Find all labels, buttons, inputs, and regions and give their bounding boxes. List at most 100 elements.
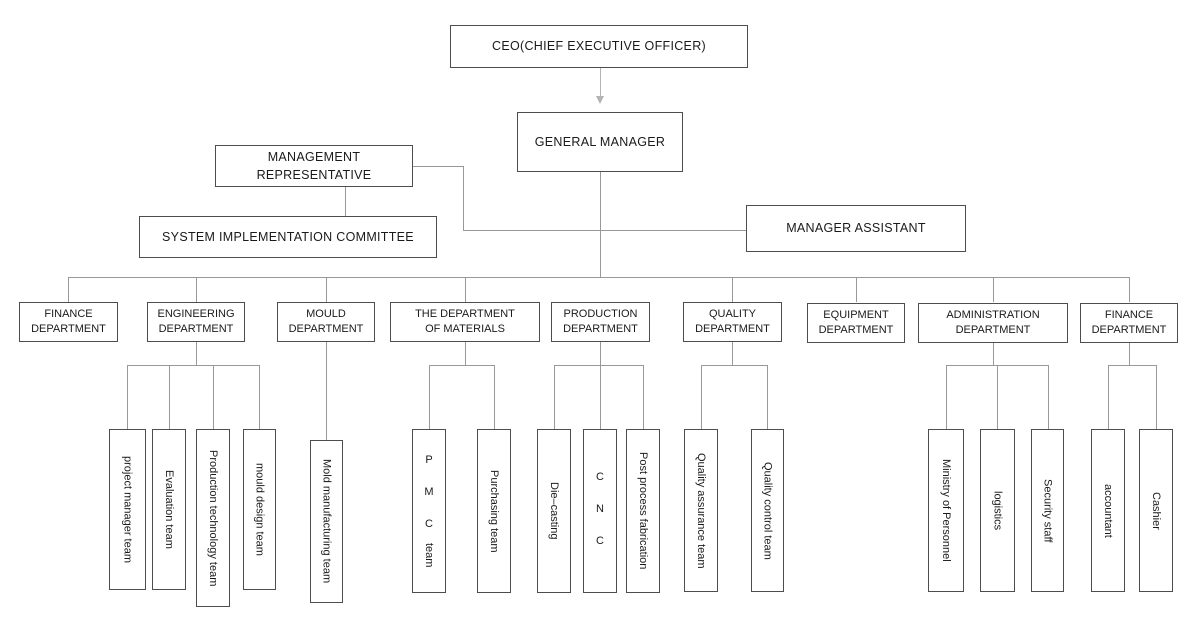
team-label: C N C — [594, 471, 606, 551]
team-label: Post process fabrication — [637, 452, 649, 570]
connector-stub-logistics — [997, 365, 998, 429]
connector-engineering-down — [196, 341, 197, 365]
team-label: Cashier — [1150, 491, 1162, 530]
team-box-pmc: P M C team — [412, 429, 446, 593]
dept-label-line: DEPARTMENT — [695, 323, 770, 335]
connector-engineering-branch — [127, 365, 259, 366]
team-box-quality-assurance: Quality assurance team — [684, 429, 718, 592]
dept-label-line: DEPARTMENT — [31, 323, 106, 335]
connector-materials-branch — [429, 365, 494, 366]
dept-box-quality: QUALITY DEPARTMENT — [683, 302, 782, 342]
team-label: Ministry of Personnel — [940, 459, 952, 562]
node-label: MANAGER ASSISTANT — [786, 221, 926, 236]
dept-label-line: THE DEPARTMENT — [415, 307, 515, 320]
node-label-line: REPRESENTATIVE — [256, 168, 372, 182]
dept-box-finance-2: FINANCE DEPARTMENT — [1080, 303, 1178, 343]
node-manager-assistant: MANAGER ASSISTANT — [746, 205, 966, 252]
connector-stub-cashier — [1156, 365, 1157, 429]
connector-stub-accountant — [1108, 365, 1109, 429]
connector-stub-finance-1 — [68, 277, 69, 302]
dept-label-line: OF MATERIALS — [425, 323, 505, 335]
team-box-mold-manufacturing: Mold manufacturing team — [310, 440, 343, 603]
dept-label-line: MOULD — [306, 307, 346, 320]
connector-to-manager-assistant — [463, 230, 746, 231]
connector-stub-die-casting — [554, 365, 555, 429]
team-box-cashier: Cashier — [1139, 429, 1173, 592]
team-box-mould-design: mould design team — [243, 429, 276, 590]
connector-stub-mould-design-team — [259, 365, 260, 429]
arrow-down-icon — [596, 96, 604, 104]
dept-label-line: DEPARTMENT — [563, 323, 638, 335]
team-label: project manager team — [121, 456, 134, 563]
dept-box-equipment: EQUIPMENT DEPARTMENT — [807, 303, 905, 343]
connector-mgmtrep-right — [413, 166, 463, 167]
team-box-evaluation: Evaluation team — [152, 429, 186, 590]
connector-stub-engineering — [196, 277, 197, 302]
connector-stub-mould — [326, 277, 327, 302]
connector-production-down — [600, 341, 601, 429]
connector-mgmtrep-down — [463, 166, 464, 230]
connector-finance2-branch — [1108, 365, 1156, 366]
node-management-representative: MANAGEMENT REPRESENTATIVE — [215, 145, 413, 187]
connector-administration-down — [993, 341, 994, 365]
dept-label-line: PRODUCTION — [563, 307, 638, 320]
dept-label-line: DEPARTMENT — [955, 324, 1031, 336]
team-box-project-manager: project manager team — [109, 429, 146, 590]
connector-distribution — [68, 277, 1130, 278]
connector-mgmtrep-committee — [345, 187, 346, 216]
connector-stub-quality-assurance — [701, 365, 702, 429]
connector-production-branch — [554, 365, 643, 366]
node-label: CEO(CHIEF EXECUTIVE OFFICER) — [492, 39, 706, 54]
connector-quality-down — [732, 341, 733, 365]
team-label: Evaluation team — [163, 470, 175, 549]
team-label: Die–casting — [548, 482, 560, 540]
connector-finance2-down — [1129, 341, 1130, 365]
dept-box-mould: MOULD DEPARTMENT — [277, 302, 375, 342]
connector-gm-main — [600, 172, 601, 277]
connector-stub-ministry-personnel — [946, 365, 947, 429]
dept-box-production: PRODUCTION DEPARTMENT — [551, 302, 650, 342]
connector-ceo-gm-arrow-line — [600, 68, 601, 97]
dept-label-line: EQUIPMENT — [823, 308, 889, 321]
connector-stub-pmc-team — [429, 365, 430, 429]
node-system-implementation-committee: SYSTEM IMPLEMENTATION COMMITTEE — [139, 216, 437, 258]
team-box-logistics: logistics — [980, 429, 1015, 592]
team-box-production-technology: Production technology team — [196, 429, 230, 607]
team-box-purchasing: Purchasing team — [477, 429, 511, 593]
team-label: Security staff — [1041, 478, 1054, 543]
dept-label-line: DEPARTMENT — [288, 323, 364, 335]
connector-stub-quality — [732, 277, 733, 302]
connector-stub-evaluation-team — [169, 365, 170, 429]
team-box-post-process: Post process fabrication — [626, 429, 660, 593]
connector-stub-finance-2 — [1129, 277, 1130, 302]
node-label: GENERAL MANAGER — [534, 134, 666, 149]
team-label: logistics — [991, 490, 1004, 531]
team-box-accountant: accountant — [1091, 429, 1125, 592]
team-label: Purchasing team — [488, 469, 500, 553]
connector-materials-down — [465, 341, 466, 365]
connector-quality-branch — [701, 365, 767, 366]
team-label: team — [423, 543, 435, 568]
team-box-ministry-personnel: Ministry of Personnel — [928, 429, 964, 592]
connector-stub-post-process — [643, 365, 644, 429]
connector-stub-project-manager-team — [127, 365, 128, 429]
connector-stub-quality-control — [767, 365, 768, 429]
dept-box-engineering: ENGINEERING DEPARTMENT — [147, 302, 245, 342]
dept-label-line: ADMINISTRATION — [946, 308, 1040, 321]
team-label: accountant — [1102, 483, 1114, 538]
team-label: Quality control team — [761, 461, 774, 560]
dept-label-line: FINANCE — [1104, 308, 1154, 321]
dept-label-line: FINANCE — [44, 307, 93, 320]
team-label: Quality assurance team — [695, 452, 707, 569]
team-box-quality-control: Quality control team — [751, 429, 784, 592]
dept-box-materials: THE DEPARTMENT OF MATERIALS — [390, 302, 540, 342]
team-box-die-casting: Die–casting — [537, 429, 571, 593]
connector-stub-materials — [465, 277, 466, 302]
dept-box-administration: ADMINISTRATION DEPARTMENT — [918, 303, 1068, 343]
connector-stub-administration — [993, 277, 994, 302]
team-box-security-staff: Security staff — [1031, 429, 1064, 592]
team-label: mould design team — [253, 463, 266, 556]
team-label: Production technology team — [207, 449, 219, 587]
connector-stub-purchasing-team — [494, 365, 495, 429]
